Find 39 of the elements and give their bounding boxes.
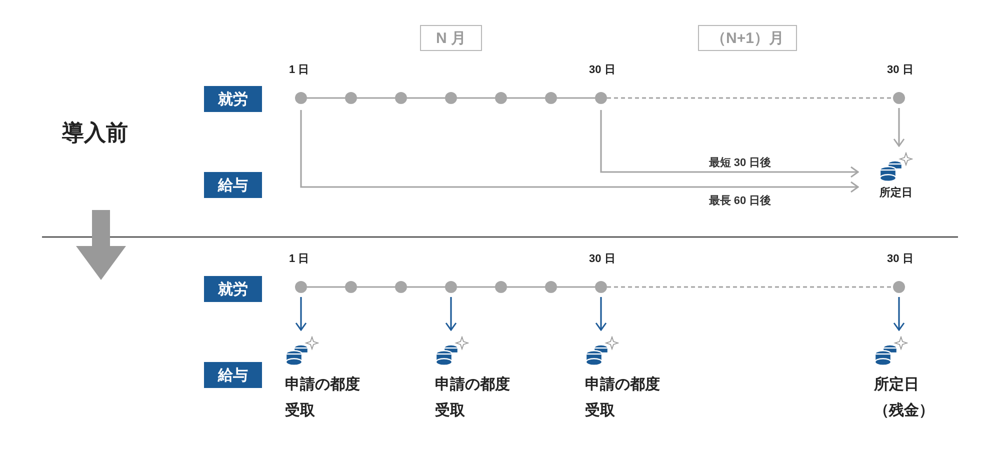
timeline-line [557, 97, 595, 99]
timeline-line [457, 286, 495, 288]
day-label: 30 日 [589, 252, 616, 266]
timeline-line [507, 97, 545, 99]
timeline-line [357, 286, 395, 288]
day-label: 30 日 [887, 63, 914, 77]
payout-text: 所定日（残金） [874, 375, 935, 421]
payout-text: 申請の都度受取 [285, 375, 361, 421]
arrow [445, 297, 457, 331]
timeline-line [407, 97, 445, 99]
timeline-line [607, 286, 893, 288]
timeline-line [407, 286, 445, 288]
timeline-line [557, 286, 595, 288]
timeline-line [607, 97, 893, 99]
timeline-line [507, 286, 545, 288]
timeline-line [307, 97, 345, 99]
row-label-tag: 就労 [204, 276, 262, 302]
month-label-box: N 月 [420, 25, 482, 51]
arrow [893, 297, 905, 331]
timeline-line [357, 97, 395, 99]
timeline-line [457, 97, 495, 99]
month-label-box: （N+1）月 [698, 25, 797, 51]
day-label: 1 日 [289, 63, 310, 77]
day-label: 1 日 [289, 252, 310, 266]
arrow [600, 110, 859, 178]
payout-text: 申請の都度受取 [435, 375, 511, 421]
timeline-line [307, 286, 345, 288]
arrow [295, 297, 307, 331]
row-label-tag: 給与 [204, 172, 262, 198]
row-label-tag: 給与 [204, 362, 262, 388]
day-label: 30 日 [589, 63, 616, 77]
arrow [300, 110, 859, 193]
row-label-tag: 就労 [204, 86, 262, 112]
payout-text: 所定日 [878, 186, 914, 201]
day-label: 30 日 [887, 252, 914, 266]
payout-text: 申請の都度受取 [585, 375, 661, 421]
arrow [893, 108, 905, 147]
arrow [595, 297, 607, 331]
section-heading: 導入前 [62, 119, 128, 147]
